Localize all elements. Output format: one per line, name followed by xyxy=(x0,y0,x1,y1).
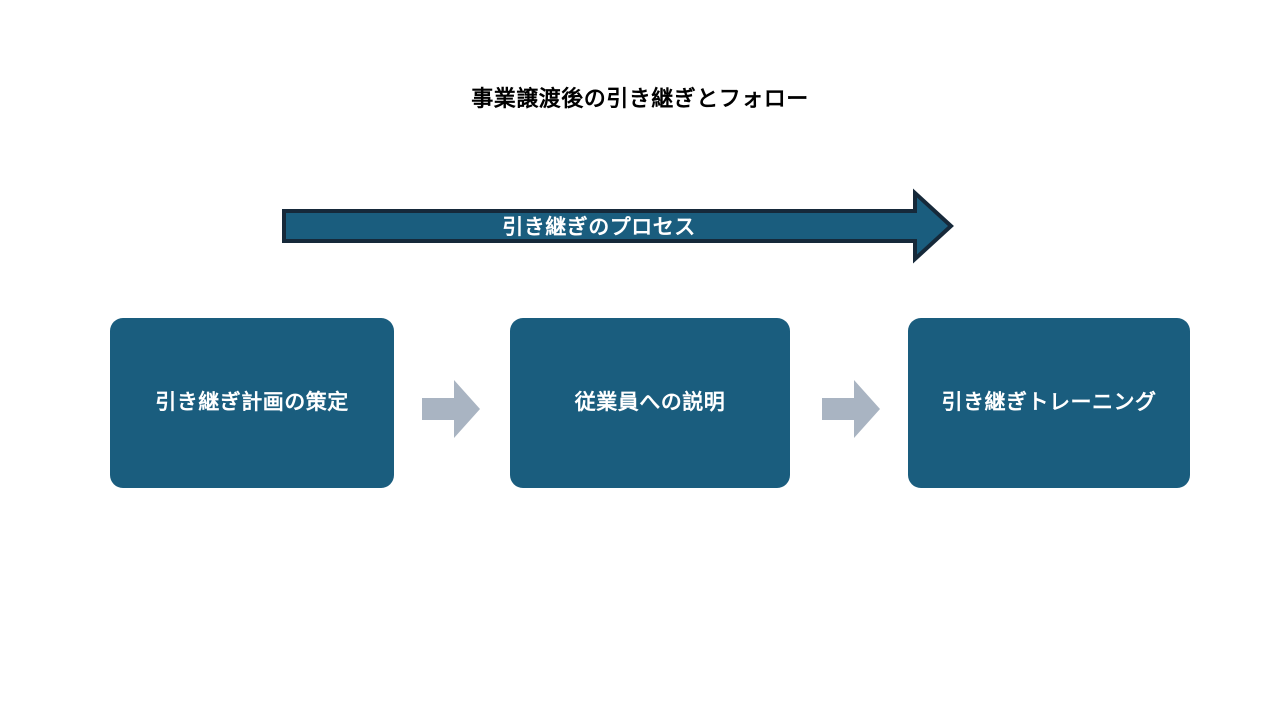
process-banner-arrow: 引き継ぎのプロセス xyxy=(282,188,954,264)
right-block-arrow-icon xyxy=(282,188,954,264)
process-connector-2 xyxy=(820,378,882,440)
page-title: 事業譲渡後の引き継ぎとフォロー xyxy=(471,86,809,111)
process-steps-row: 引き継ぎ計画の策定 従業員への説明 引き継ぎトレーニング xyxy=(0,318,1280,488)
process-step-1-label: 引き継ぎ計画の策定 xyxy=(155,390,349,414)
process-step-3[interactable]: 引き継ぎトレーニング xyxy=(908,318,1190,488)
process-step-2[interactable]: 従業員への説明 xyxy=(510,318,790,488)
right-arrow-icon xyxy=(422,380,480,438)
process-step-3-label: 引き継ぎトレーニング xyxy=(941,390,1157,414)
process-connector-1 xyxy=(420,378,482,440)
process-step-1[interactable]: 引き継ぎ計画の策定 xyxy=(110,318,394,488)
right-arrow-icon xyxy=(822,380,880,438)
process-step-2-label: 従業員への説明 xyxy=(574,390,726,414)
